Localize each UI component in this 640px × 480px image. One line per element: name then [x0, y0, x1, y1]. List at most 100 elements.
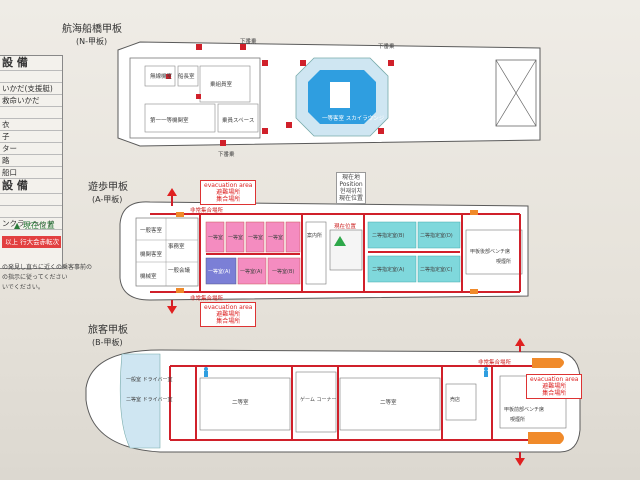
n-deck-subtitle: (N-甲板)	[76, 37, 108, 46]
evac-line: 避難場所	[216, 189, 241, 196]
legend-row: 救命いかだ	[0, 95, 62, 107]
a-muster-label: 非常集合場所	[190, 296, 224, 302]
b-left-label: 一般室 ドライバー室	[126, 377, 173, 383]
legend-row: ター	[0, 143, 62, 155]
evac-line: 避難場所	[216, 311, 241, 318]
a-teal-label: 二等指定室(B)	[372, 233, 405, 239]
a-teal-cabins	[367, 221, 461, 283]
position-line: 現在位置	[339, 195, 364, 202]
n-top-tag: 下番乗	[378, 44, 395, 50]
a-left-label: 機関客室	[140, 252, 163, 258]
lifeboat-icon	[532, 358, 564, 368]
n-bot-tag: 下番乗	[218, 152, 235, 158]
a-center-rooms	[305, 221, 327, 285]
legend-row: 路	[0, 155, 62, 167]
a-left-rooms	[135, 217, 199, 287]
b-muster-label: 非常集合場所	[478, 360, 512, 366]
legend-row: 子	[0, 131, 62, 143]
a-left-label: 一般会議	[168, 268, 191, 274]
legend-note: いでください。	[2, 284, 44, 291]
arrow-down-icon	[515, 458, 525, 466]
a-elevator-stair	[329, 229, 363, 271]
triangle-marker-icon	[334, 236, 346, 246]
a-right-label: 喫煙所	[496, 259, 512, 265]
evac-line: 集合場所	[542, 390, 567, 397]
n-lounge-label: 一等客室 スカイラウンジ	[322, 116, 385, 122]
b-right-label: 甲板前部ベンチ席	[504, 407, 545, 413]
a-muster-label: 非常集合場所	[190, 208, 224, 214]
a-left-label: 機械室	[140, 274, 157, 280]
lifeboat-icon	[528, 432, 564, 444]
a-cabin-label: 一等室(B)	[272, 269, 295, 275]
position-line: Position	[339, 181, 363, 188]
n-deck-markers	[166, 44, 394, 146]
a-deck-subtitle: (A-甲板)	[92, 195, 123, 204]
a-cabin-label: 一等室(A)	[240, 269, 263, 275]
a-current-position: 現在位置	[334, 224, 357, 230]
evac-line: evacuation area	[530, 376, 579, 383]
b-deck-title: 旅客甲板	[88, 325, 128, 336]
arrow-up-icon	[167, 188, 177, 196]
a-left-label: 一般客室	[140, 228, 163, 234]
a-teal-label: 二等指定室(C)	[420, 267, 453, 273]
n-room	[217, 103, 259, 133]
b-room-label: ゲーム コーナー	[300, 397, 337, 403]
legend-note: の指示に従ってください	[2, 274, 68, 281]
legend-row	[0, 107, 62, 119]
a-cabin-label: 一等室	[248, 235, 264, 241]
red-legend-badge: 以上 行大会赤転次	[2, 236, 61, 248]
a-deck-title: 遊歩甲板	[88, 182, 128, 193]
legend-note: の発見し直ちに近くの乗客事前の	[2, 264, 93, 271]
legend-head-2: 設 備	[0, 179, 62, 194]
legend-head-1: 設 備	[0, 56, 62, 71]
evacuation-area-box: evacuation area 避難場所 集合場所	[200, 302, 257, 327]
b-room-label: 二等室	[380, 400, 397, 406]
position-line: 現在地	[342, 174, 361, 181]
legend-row: いかだ(支援艇)	[0, 83, 62, 95]
legend-row: ンクラーヘッド	[0, 218, 62, 230]
n-room-label: 第一一等機関室	[150, 118, 189, 124]
evac-line: evacuation area	[204, 182, 253, 189]
b-room-4	[339, 377, 441, 431]
position-line: 현재위치	[339, 188, 363, 195]
evac-line: 避難場所	[542, 383, 567, 390]
evac-line: evacuation area	[204, 304, 253, 311]
a-cabin-label: 一等室	[228, 235, 244, 241]
evac-line: 集合場所	[216, 318, 241, 325]
legend-row: 船口	[0, 167, 62, 179]
person-icon	[204, 367, 488, 377]
n-hatch	[495, 59, 537, 127]
b-room-2	[199, 377, 291, 431]
a-teal-label: 二等指定室(D)	[420, 233, 453, 239]
evac-line: 集合場所	[216, 196, 241, 203]
a-evac-routes	[150, 196, 521, 308]
current-position-legend: ▲ 現在位置	[14, 221, 55, 230]
n-room	[199, 65, 251, 103]
b-shop	[445, 383, 477, 421]
arrow-up-icon	[515, 338, 525, 346]
b-driver-room	[119, 353, 161, 449]
b-right-label: 喫煙所	[510, 417, 526, 423]
legend-panel: 設 備 いかだ(支援艇) 救命いかだ 衣 子 ター 路 船口 設 備 ンクラーヘ…	[0, 55, 63, 269]
n-room-label: 船長室	[178, 74, 195, 80]
a-right-label: 甲板後部ベンチ席	[470, 249, 511, 255]
b-room-label: 二等室	[232, 400, 249, 406]
b-deck-hull	[85, 349, 581, 453]
a-deck-orange-markers	[176, 210, 478, 294]
b-left-label: 二等室 ドライバー室	[126, 397, 173, 403]
legend-row	[0, 71, 62, 83]
n-room-label: 乗組員室	[210, 82, 233, 88]
n-deck-room-block	[129, 57, 261, 139]
legend-row: 衣	[0, 119, 62, 131]
legend-row	[0, 206, 62, 218]
a-teal-label: 二等指定室(A)	[372, 267, 405, 273]
a-cabin-label: 一等室	[268, 235, 284, 241]
n-room	[144, 65, 176, 87]
a-cabin-label: 一等室	[208, 235, 224, 241]
a-rear-bench	[465, 229, 523, 275]
a-pink-cabins	[205, 221, 301, 285]
evacuation-area-box: evacuation area 避難場所 集合場所	[200, 180, 257, 205]
n-room-label: 乗員スペース	[222, 118, 255, 124]
